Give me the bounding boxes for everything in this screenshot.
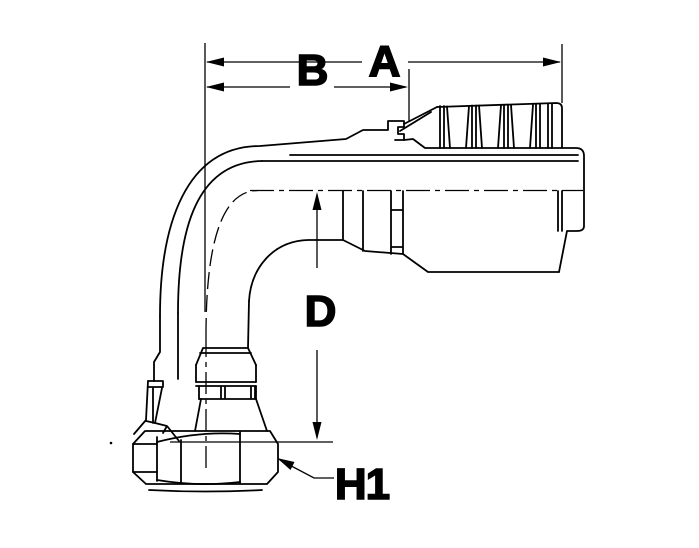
retainer-tab xyxy=(133,380,180,442)
h1-leader: H1 xyxy=(277,458,391,510)
hex-nut xyxy=(109,430,279,493)
arrowhead-h1 xyxy=(277,458,295,470)
dimension-label-b: B xyxy=(297,46,328,95)
dimension-label-a: A xyxy=(369,37,400,86)
hex-size-label-h1: H1 xyxy=(335,460,390,509)
dimension-a: A xyxy=(204,36,563,312)
serrations xyxy=(439,103,553,149)
arrowhead-right xyxy=(390,82,408,92)
arrowhead-right xyxy=(543,57,561,67)
arrowhead-down xyxy=(312,422,322,440)
elbow-fitting-outline xyxy=(153,102,585,382)
swivel-collar xyxy=(194,347,268,432)
arrowhead-left xyxy=(206,57,224,67)
dimension-label-d: D xyxy=(305,287,336,336)
centerlines xyxy=(205,189,583,468)
dimension-b: B xyxy=(206,45,410,122)
arrowhead-left xyxy=(206,82,224,92)
dimension-d: D xyxy=(170,192,337,443)
arrowhead-up xyxy=(312,192,322,210)
stray-mark xyxy=(109,441,113,445)
